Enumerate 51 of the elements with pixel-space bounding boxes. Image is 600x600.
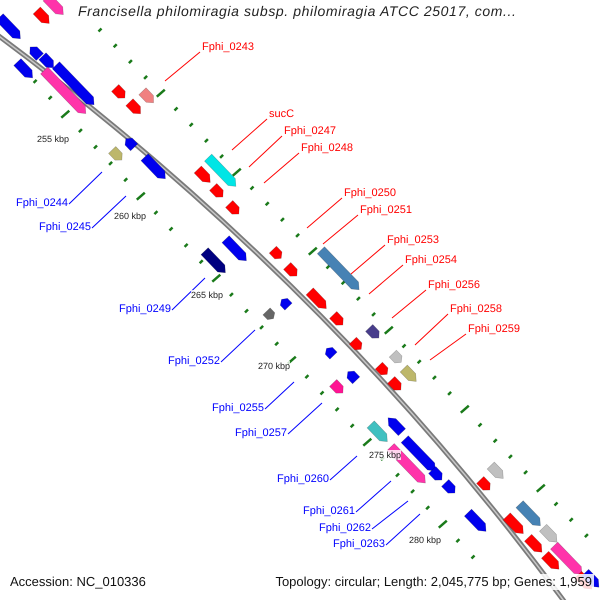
leader-line (356, 480, 392, 512)
gene-label: Fphi_0262 (319, 522, 371, 534)
leader-line (172, 278, 206, 310)
leader-line (414, 314, 448, 346)
leader-line (322, 214, 358, 244)
gene-label: Fphi_0255 (212, 402, 264, 414)
gene-label: Fphi_0263 (333, 538, 385, 550)
gene-label: sucC (269, 108, 294, 120)
gene-label: Fphi_0257 (235, 427, 287, 439)
gene-label: Fphi_0243 (202, 41, 254, 53)
leader-line (288, 402, 322, 434)
position-label: 265 kbp (191, 290, 224, 300)
gene-label: Fphi_0253 (387, 234, 439, 246)
gene-label: Fphi_0244 (16, 197, 68, 209)
leader-line (232, 118, 268, 150)
leader-line (68, 172, 102, 204)
leader-line (368, 264, 404, 294)
gene-label: Fphi_0251 (360, 204, 412, 216)
position-label: 270 kbp (258, 361, 290, 371)
gene-label: Fphi_0261 (303, 505, 355, 517)
leader-line (386, 514, 420, 546)
leader-line (164, 52, 200, 82)
leader-line (372, 500, 408, 530)
position-label: 260 kbp (114, 211, 146, 221)
leader-line (264, 382, 294, 410)
gene-label: Fphi_0252 (168, 355, 220, 367)
position-label: 255 kbp (37, 134, 70, 144)
gene-label: Fphi_0258 (450, 303, 502, 315)
gene-label: Fphi_0250 (344, 187, 396, 199)
gene-label: Fphi_0259 (468, 323, 520, 335)
gene-label: Fphi_0248 (301, 142, 353, 154)
leader-line (430, 334, 466, 360)
position-label: 275 kbp (369, 450, 402, 460)
gene-label: Fphi_0260 (277, 473, 329, 485)
leader-line (330, 456, 358, 480)
leader-line (92, 196, 126, 228)
genome-info-text: Topology: circular; Length: 2,045,775 bp; Genes: 1,959 (273, 574, 594, 590)
leader-line (392, 290, 426, 318)
gene-label: Fphi_0245 (39, 221, 91, 233)
gene-label: Fphi_0256 (428, 279, 480, 291)
leader-line (306, 198, 342, 228)
position-label: 280 kbp (409, 535, 442, 545)
gene-label: Fphi_0247 (284, 125, 336, 137)
gene-label: Fphi_0254 (405, 254, 457, 266)
leader-line (248, 136, 282, 168)
accession-text: Accession: NC_010336 (8, 574, 148, 590)
gene-label: Fphi_0249 (119, 303, 171, 315)
map-title: Francisella philomiragia subsp. philomiragia ATCC 25017, com... (78, 3, 517, 19)
leader-line (220, 330, 256, 362)
leader-line (350, 244, 386, 274)
leader-line (264, 152, 300, 184)
